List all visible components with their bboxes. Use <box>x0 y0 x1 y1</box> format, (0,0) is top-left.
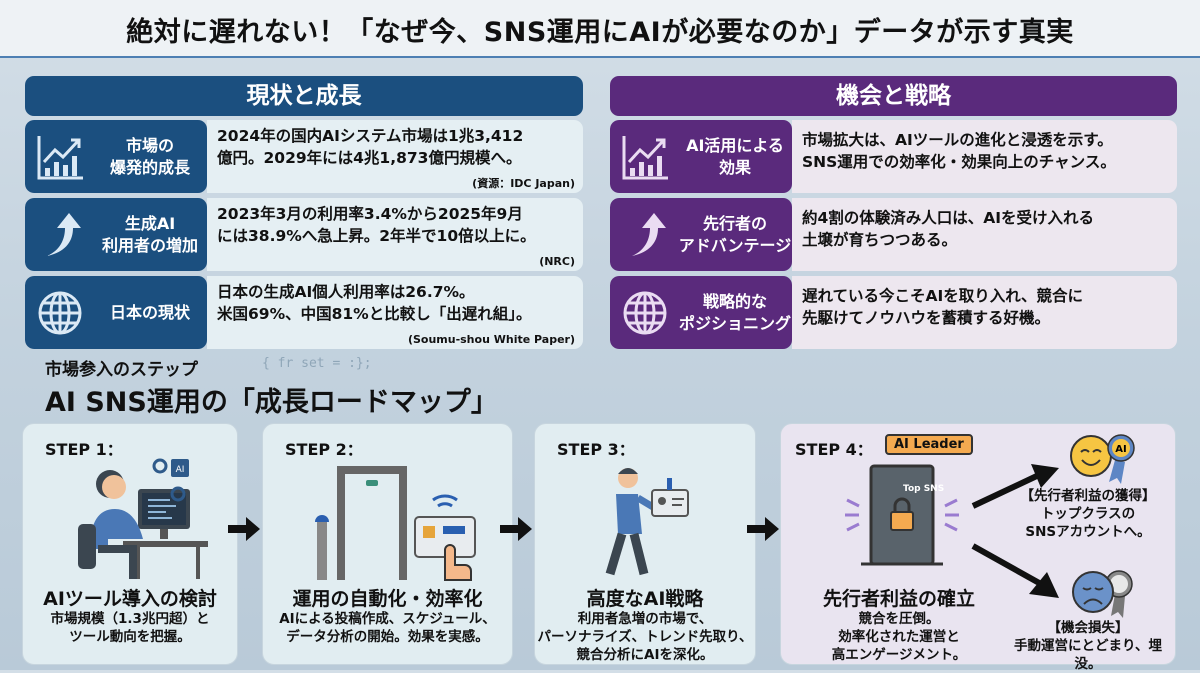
roadmap-heading: AI SNS運用の「成長ロードマップ」 <box>45 387 498 418</box>
row-source: (Soumu-shou White Paper) <box>407 332 575 346</box>
step-3-card: STEP 3： 高度なAI戦略 利用者急増の市場で、 パーソナライズ、トレンド先… <box>534 423 756 665</box>
globe-icon <box>620 288 670 338</box>
outcome-description: トップクラスの SNSアカウントへ。 <box>1025 506 1151 540</box>
roadmap-kicker: 市場参入のステップ <box>45 360 198 380</box>
step-description: 利用者急増の市場で、 パーソナライズ、トレンド先取り、 競合分析にAIを深化。 <box>537 611 753 664</box>
step-number: STEP 3： <box>557 440 635 459</box>
row-label: 戦略的な ポジショニング <box>678 291 791 333</box>
row-text: 2023年3月の利用率3.4%から2025年9月 には38.9%へ急上昇。2年半… <box>217 205 536 245</box>
row-label: 市場の 爆発的成長 <box>109 135 190 177</box>
locked-door-icon <box>845 464 959 566</box>
info-row: 生成AI 利用者の増加 2023年3月の利用率3.4%から2025年9月 には3… <box>25 198 583 271</box>
info-row: 市場の 爆発的成長 2024年の国内AIシステム市場は1兆3,412 億円。20… <box>25 120 583 193</box>
code-snippet-decoration: { fr set = :}; <box>262 356 372 371</box>
row-label: AI活用による 効果 <box>686 135 784 177</box>
chart-up-icon <box>35 132 85 182</box>
step-2-card: STEP 2： 運用の自動化・効率化 AIによる投稿作成、スケジュール、 データ… <box>262 423 513 665</box>
sad-face-medal-icon <box>1072 570 1133 618</box>
info-row: 先行者の アドバンテージ 約4割の体験済み人口は、AIを受け入れる 土壌が育ちつ… <box>610 198 1177 271</box>
page-title: 絶対に遅れない！「なぜ今、SNS運用にAIが必要なのか」データが示す真実 <box>126 17 1074 48</box>
step-1-card: STEP 1： AI AIツール導入の検討 市場規模（1.3兆円超）と ツール動… <box>22 423 238 665</box>
step-number: STEP 1： <box>45 440 123 459</box>
globe-icon <box>35 288 85 338</box>
step-title: 先行者利益の確立 <box>822 588 975 610</box>
info-row: 戦略的な ポジショニング 遅れている今こそAIを取り入れ、競合に 先駆けてノウハ… <box>610 276 1177 349</box>
arrow-right-icon <box>500 517 532 541</box>
arrow-up-icon <box>35 210 85 260</box>
step-number: STEP 4： <box>795 440 873 459</box>
panel-heading: 現状と成長 <box>25 76 583 116</box>
svg-text:AI: AI <box>176 465 185 475</box>
step-description: 市場規模（1.3兆円超）と ツール動向を把握。 <box>50 611 210 646</box>
medal-label: AI <box>1115 444 1126 455</box>
row-text: 約4割の体験済み人口は、AIを受け入れる 土壌が育ちつつある。 <box>802 209 1095 249</box>
row-source: (NRC) <box>539 254 575 268</box>
info-row: AI活用による 効果 市場拡大は、AIツールの進化と浸透を示す。 SNS運用での… <box>610 120 1177 193</box>
walking-person-with-id-card-icon <box>605 468 689 576</box>
title-bar <box>0 0 1200 58</box>
security-gate-automation-icon <box>315 466 476 581</box>
row-text: 2024年の国内AIシステム市場は1兆3,412 億円。2029年には4兆1,8… <box>217 127 524 167</box>
step-4-card: STEP 4： AI Leader Top SNS 先行者利益の確立 競合を圧倒… <box>780 423 1176 672</box>
step-title: 運用の自動化・効率化 <box>292 588 483 610</box>
happy-face-medal-icon: AI <box>1070 434 1135 484</box>
step-title: AIツール導入の検討 <box>43 588 217 610</box>
person-at-computer-icon: AI <box>78 458 208 579</box>
arrow-up-icon <box>620 210 670 260</box>
row-text: 市場拡大は、AIツールの進化と浸透を示す。 SNS運用での効率化・効果向上のチャ… <box>802 131 1116 171</box>
outcome-description: 手動運営にとどまり、埋没。 <box>1014 638 1162 672</box>
step-description: 競合を圧倒。 効率化された運営と 高エンゲージメント。 <box>831 611 967 664</box>
step-number: STEP 2： <box>285 440 363 459</box>
arrow-right-icon <box>228 517 260 541</box>
door-label: Top SNS <box>903 484 945 494</box>
outcome-title: 【機会損失】 <box>1047 620 1129 636</box>
row-text: 日本の生成AI個人利用率は26.7%。 米国69%、中国81%と比較し「出遅れ組… <box>217 283 532 323</box>
current-growth-panel: 現状と成長 市場の 爆発的成長 2024年の国内AIシステム市場は1兆3,412… <box>25 76 583 349</box>
opportunity-strategy-panel: 機会と戦略 AI活用による 効果 市場拡大は、AIツールの進化と浸透を示す。 S… <box>610 76 1177 349</box>
panel-heading: 機会と戦略 <box>610 76 1177 116</box>
row-text: 遅れている今こそAIを取り入れ、競合に 先駆けてノウハウを蓄積する好機。 <box>802 287 1083 327</box>
ai-leader-badge: AI Leader <box>885 434 973 455</box>
branch-arrows-icon <box>971 464 1059 598</box>
step-title: 高度なAI戦略 <box>586 588 704 610</box>
row-source: (資源：IDC Japan) <box>472 176 575 190</box>
row-label: 日本の現状 <box>109 302 190 322</box>
step-description: AIによる投稿作成、スケジュール、 データ分析の開始。効果を実感。 <box>279 611 496 646</box>
arrow-right-icon <box>747 517 779 541</box>
outcome-title: 【先行者利益の獲得】 <box>1020 488 1156 504</box>
row-label: 生成AI 利用者の増加 <box>101 213 198 255</box>
chart-up-icon <box>620 132 670 182</box>
info-row: 日本の現状 日本の生成AI個人利用率は26.7%。 米国69%、中国81%と比較… <box>25 276 583 349</box>
row-label: 先行者の アドバンテージ <box>678 213 792 255</box>
